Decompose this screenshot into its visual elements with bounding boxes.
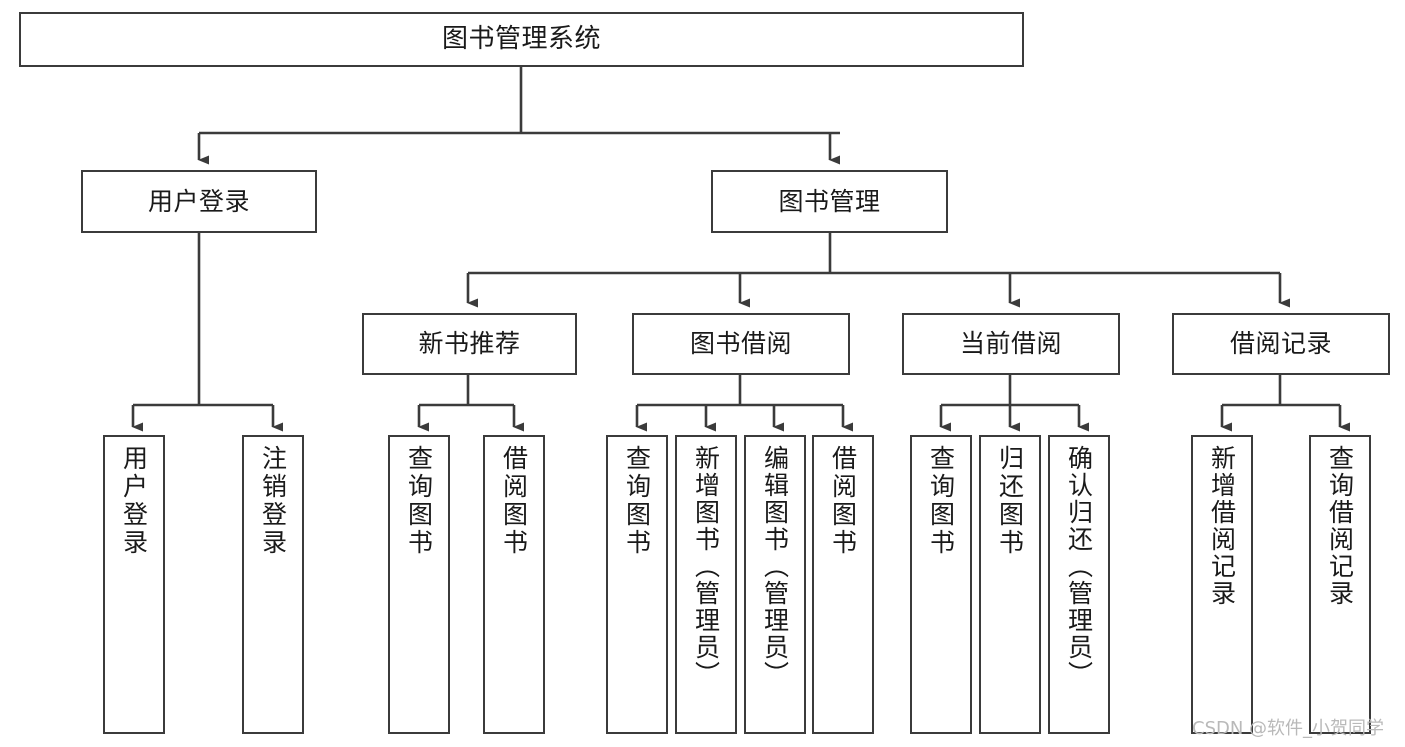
node-user-login-label: 用户登录 — [147, 186, 250, 216]
node-book-manage[interactable]: 图书管理 — [711, 170, 948, 233]
leaf-query-book-2-label: 查询图书 — [622, 445, 652, 557]
node-current-borrow-label: 当前借阅 — [959, 329, 1062, 359]
leaf-add-book[interactable]: 新增图书（管理员） — [675, 435, 737, 734]
node-borrow-record-label: 借阅记录 — [1229, 329, 1332, 359]
leaf-borrow-book-1-label: 借阅图书 — [499, 445, 529, 557]
node-borrow-record[interactable]: 借阅记录 — [1172, 313, 1390, 375]
leaf-confirm-return[interactable]: 确认归还（管理员） — [1048, 435, 1110, 734]
leaf-logout-login[interactable]: 注销登录 — [242, 435, 304, 734]
leaf-edit-book-label: 编辑图书（管理员） — [760, 445, 790, 688]
node-new-book-recommend-label: 新书推荐 — [418, 329, 521, 359]
node-user-login[interactable]: 用户登录 — [81, 170, 317, 233]
leaf-add-record[interactable]: 新增借阅记录 — [1191, 435, 1253, 734]
leaf-edit-book[interactable]: 编辑图书（管理员） — [744, 435, 806, 734]
leaf-query-book-1-label: 查询图书 — [404, 445, 434, 557]
node-book-manage-label: 图书管理 — [778, 186, 881, 216]
node-new-book-recommend[interactable]: 新书推荐 — [362, 313, 577, 375]
leaf-return-book-label: 归还图书 — [995, 445, 1025, 557]
leaf-query-book-3[interactable]: 查询图书 — [910, 435, 972, 734]
leaf-query-record-label: 查询借阅记录 — [1325, 445, 1355, 607]
node-root-label: 图书管理系统 — [441, 24, 601, 55]
leaf-user-login[interactable]: 用户登录 — [103, 435, 165, 734]
leaf-return-book[interactable]: 归还图书 — [979, 435, 1041, 734]
leaf-user-login-label: 用户登录 — [119, 445, 149, 557]
node-root[interactable]: 图书管理系统 — [19, 12, 1024, 67]
leaf-query-record[interactable]: 查询借阅记录 — [1309, 435, 1371, 734]
csdn-watermark: CSDN @软件_小贺同学 — [1192, 718, 1385, 739]
leaf-query-book-1[interactable]: 查询图书 — [388, 435, 450, 734]
leaf-query-book-3-label: 查询图书 — [926, 445, 956, 557]
node-current-borrow[interactable]: 当前借阅 — [902, 313, 1120, 375]
leaf-add-record-label: 新增借阅记录 — [1207, 445, 1237, 607]
node-book-borrow[interactable]: 图书借阅 — [632, 313, 850, 375]
leaf-logout-login-label: 注销登录 — [258, 445, 288, 557]
leaf-borrow-book-2-label: 借阅图书 — [828, 445, 858, 557]
leaf-add-book-label: 新增图书（管理员） — [691, 445, 721, 688]
leaf-borrow-book-1[interactable]: 借阅图书 — [483, 435, 545, 734]
leaf-confirm-return-label: 确认归还（管理员） — [1064, 445, 1094, 688]
node-book-borrow-label: 图书借阅 — [689, 329, 792, 359]
leaf-borrow-book-2[interactable]: 借阅图书 — [812, 435, 874, 734]
leaf-query-book-2[interactable]: 查询图书 — [606, 435, 668, 734]
